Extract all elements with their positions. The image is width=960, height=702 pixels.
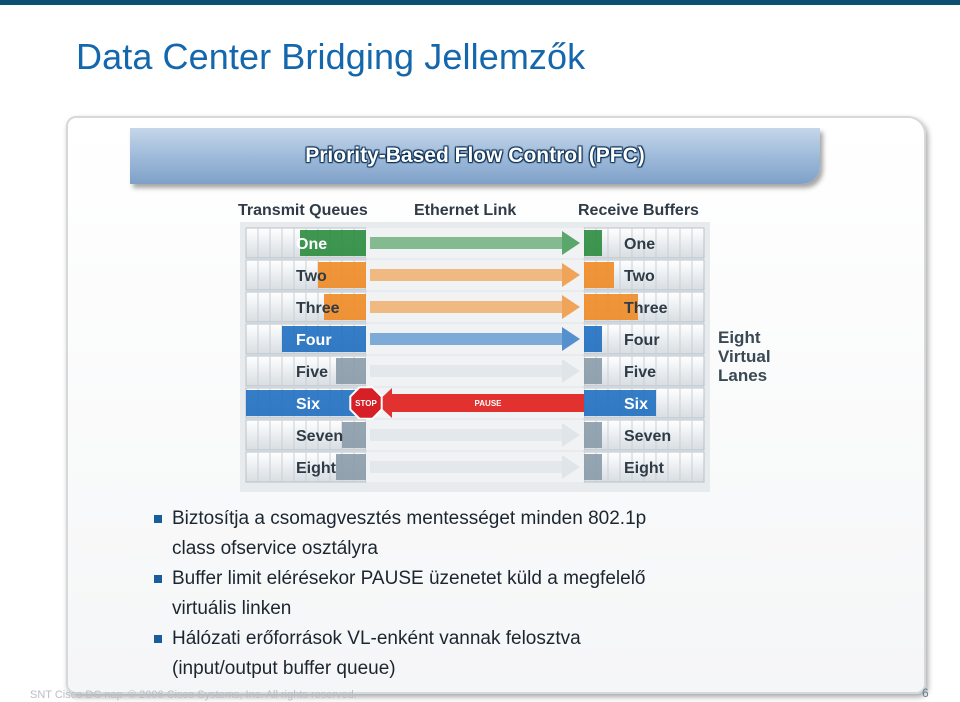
link-arrow-head [562, 423, 580, 447]
transmit-lane-name: Seven [296, 428, 343, 445]
link-arrow-shaft [370, 333, 562, 345]
bullet-item: Buffer limit elérésekor PAUSE üzenetet k… [154, 564, 854, 624]
header-ethernet-link: Ethernet Link [414, 202, 517, 219]
receive-lane-name: Eight [624, 460, 665, 477]
transmit-queue-fill [300, 230, 366, 256]
receive-lane-name: Seven [624, 428, 671, 445]
lanes-label-line: Eight [718, 328, 761, 347]
receive-buffer-fill [584, 262, 614, 288]
pfc-banner: Priority-Based Flow Control (PFC) [130, 128, 820, 184]
bullet-list: Biztosítja a csomagvesztés mentességet m… [154, 504, 854, 684]
receive-buffer-fill [584, 422, 602, 448]
link-arrow-head [562, 327, 580, 351]
link-arrow-head [562, 231, 580, 255]
pause-label: PAUSE [475, 399, 503, 408]
receive-buffer-fill [584, 294, 638, 320]
link-arrow-shaft [370, 269, 562, 281]
page-number: 6 [922, 686, 929, 700]
receive-buffer-fill [584, 230, 602, 256]
transmit-queue-fill [318, 262, 366, 288]
bullet-line: Biztosítja a csomagvesztés mentességet m… [172, 508, 647, 529]
bullet-line: (input/output buffer queue) [172, 658, 396, 679]
pause-arrow-tail [516, 394, 584, 412]
receive-lane-name: Three [624, 300, 668, 317]
pause-arrow [376, 388, 516, 418]
receive-lane-name: Two [624, 268, 655, 285]
bullet-square-icon [154, 515, 162, 523]
top-accent-bar [0, 0, 960, 5]
slide-title: Data Center Bridging Jellemzők [76, 36, 586, 77]
receive-buffer-fill [584, 326, 602, 352]
eight-virtual-lanes-label: Eight Virtual Lanes [718, 328, 788, 385]
link-arrow-shaft [370, 365, 562, 377]
link-arrow-head [562, 455, 580, 479]
receive-lane-name: Four [624, 332, 660, 349]
receive-lane-name: One [624, 236, 655, 253]
bullet-line: Hálózati erőforrások VL-enként vannak fe… [172, 628, 581, 649]
receive-buffer-fill [584, 390, 656, 416]
transmit-queue-fill [246, 390, 366, 416]
bullet-square-icon [154, 635, 162, 643]
transmit-queue-fill [342, 422, 366, 448]
receive-lane-name: Five [624, 364, 656, 381]
transmit-queue-fill [282, 326, 366, 352]
link-arrow-head [562, 295, 580, 319]
transmit-queue-fill [336, 358, 366, 384]
header-receive-buffers: Receive Buffers [578, 202, 699, 219]
transmit-queue-fill [324, 294, 366, 320]
transmit-lane-name: Six [296, 396, 320, 413]
link-arrow-head [562, 263, 580, 287]
link-arrow-shaft [370, 301, 562, 313]
link-arrow-head [562, 359, 580, 383]
link-arrow-shaft [370, 237, 562, 249]
bullet-line: Buffer limit elérésekor PAUSE üzenetet k… [172, 568, 646, 589]
footer-copyright: © 2006 Cisco Systems, Inc. All rights re… [128, 689, 357, 701]
lanes-label-line: Virtual [718, 347, 771, 366]
stop-sign-icon [349, 386, 383, 420]
transmit-lane-name: One [296, 236, 327, 253]
receive-buffer-fill [584, 454, 602, 480]
link-arrow-shaft [370, 461, 562, 473]
transmit-queue-fill [336, 454, 366, 480]
bullet-line: virtuális linken [172, 598, 292, 619]
receive-buffer-fill [584, 358, 602, 384]
bullet-item: Hálózati erőforrások VL-enként vannak fe… [154, 624, 854, 684]
bullet-item: Biztosítja a csomagvesztés mentességet m… [154, 504, 854, 564]
stop-label: STOP [355, 399, 377, 408]
link-arrow-shaft [370, 429, 562, 441]
lanes-label-line: Lanes [718, 366, 768, 385]
footer-left-text: SNT Cisco DC nap [30, 689, 123, 701]
pfc-banner-text: Priority-Based Flow Control (PFC) [305, 144, 645, 167]
bullet-line: class ofservice osztályra [172, 538, 378, 559]
receive-lane-name: Six [624, 396, 648, 413]
bullet-square-icon [154, 575, 162, 583]
transmit-lane-name: Eight [296, 460, 337, 477]
transmit-lane-name: Four [296, 332, 332, 349]
transmit-lane-name: Five [296, 364, 328, 381]
header-transmit-queues: Transmit Queues [238, 202, 368, 219]
transmit-lane-name: Three [296, 300, 340, 317]
transmit-lane-name: Two [296, 268, 327, 285]
